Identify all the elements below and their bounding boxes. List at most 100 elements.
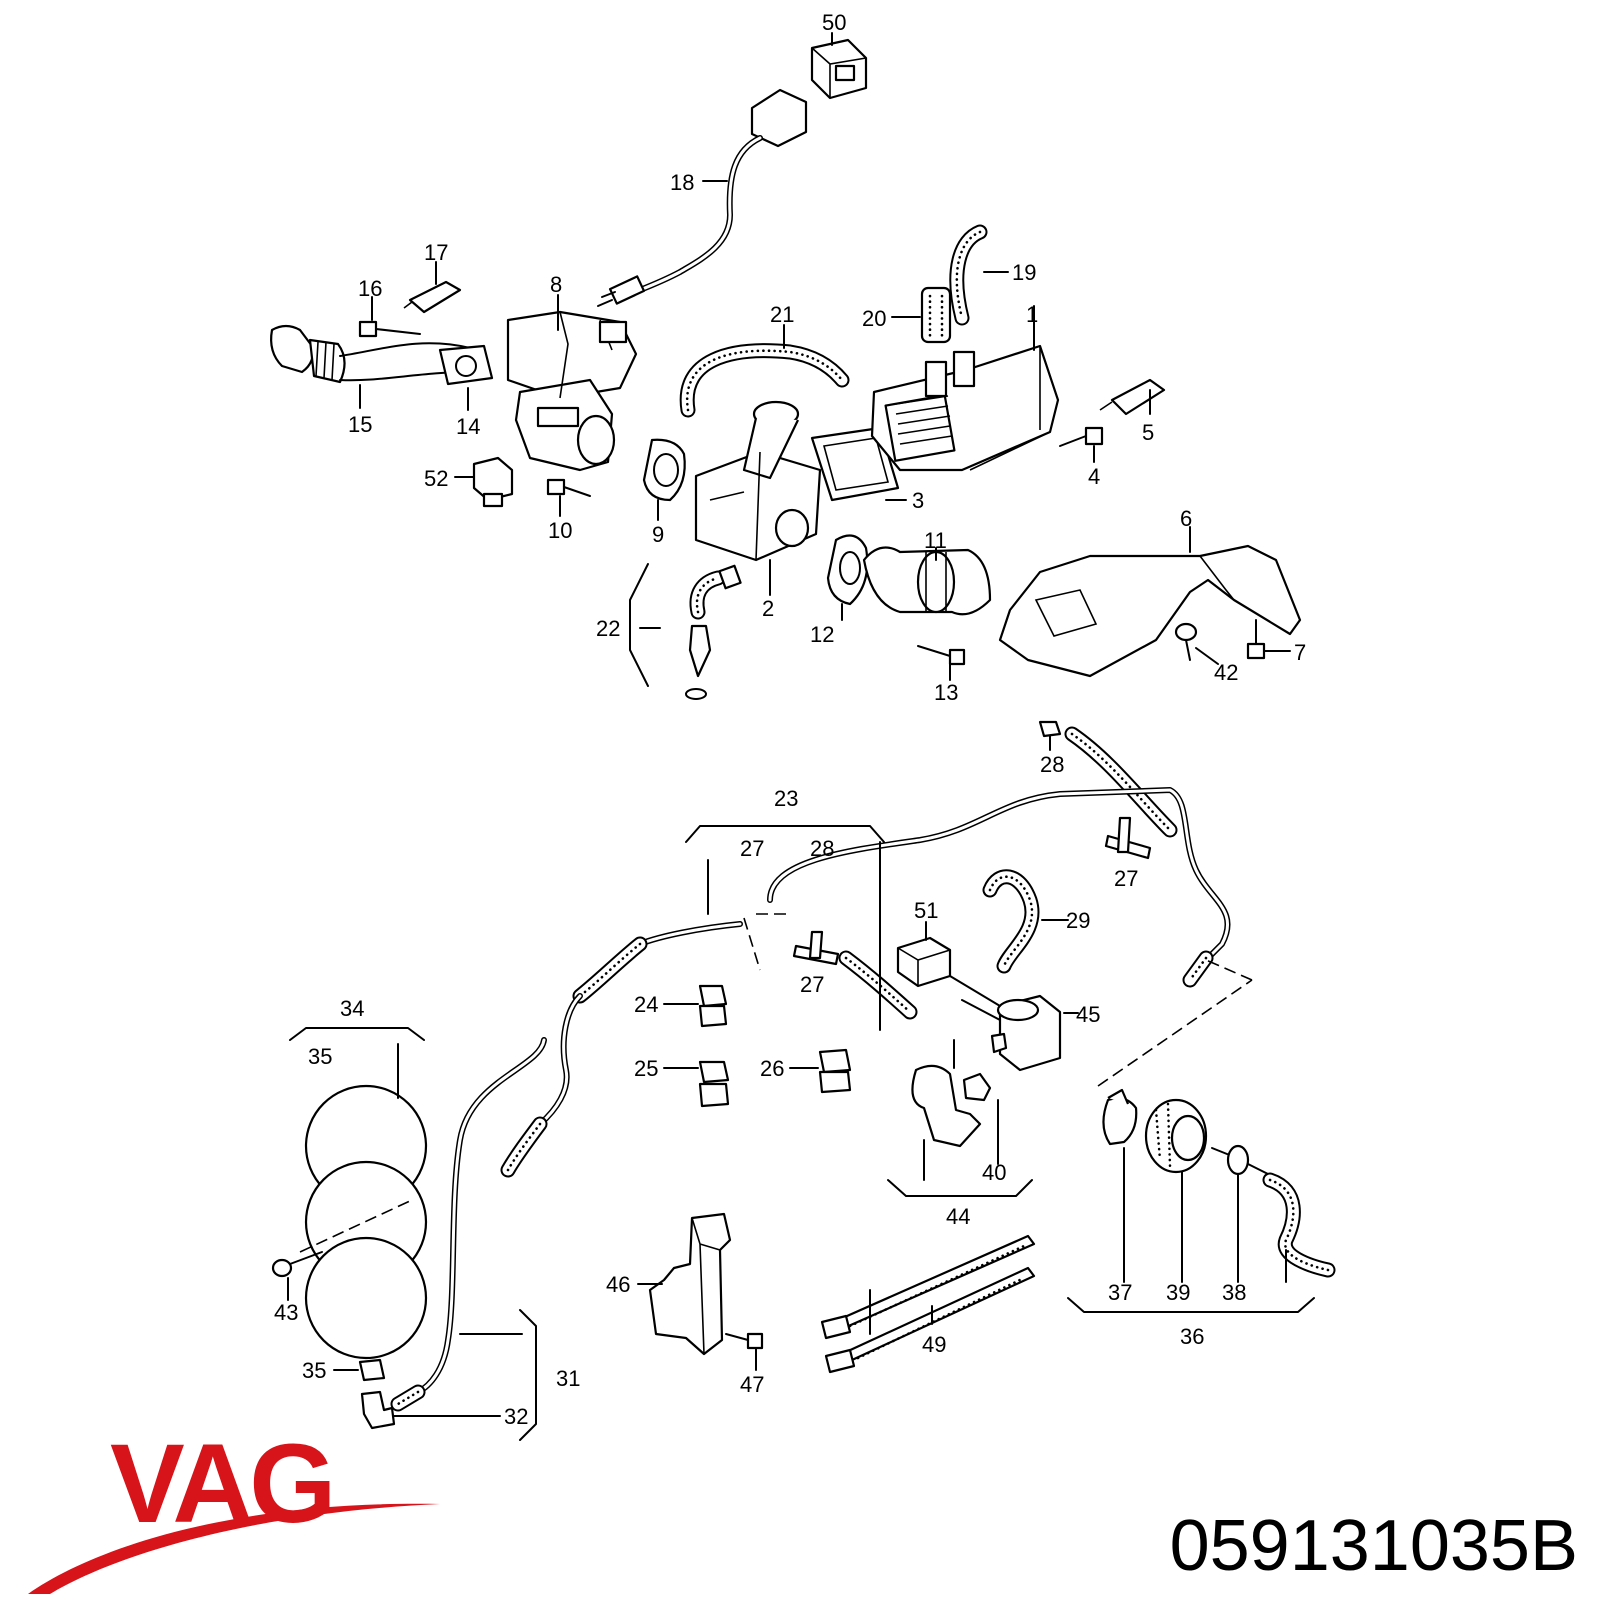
part-26-clip xyxy=(818,1048,852,1094)
callout-42: 42 xyxy=(1214,660,1238,685)
part-27-t-piece xyxy=(792,816,1152,966)
callout-38: 38 xyxy=(1222,1280,1246,1305)
part-5-sleeve xyxy=(1099,378,1166,416)
part-49-cable-ties xyxy=(820,1234,1036,1374)
brand-name: VAG xyxy=(110,1421,332,1546)
part-35-cap xyxy=(358,1358,386,1382)
part-45-solenoid-valve xyxy=(949,975,1062,1072)
callout-19: 19 xyxy=(1012,260,1036,285)
callout-14: 14 xyxy=(456,414,480,439)
callout-36: 36 xyxy=(1180,1324,1204,1349)
callout-15: 15 xyxy=(348,412,372,437)
callout-7: 7 xyxy=(1294,640,1306,665)
part-51-connector xyxy=(896,936,952,988)
part-1-egr-cooler xyxy=(870,344,1060,472)
callout-27-left: 27 xyxy=(740,836,764,861)
part-20-cap xyxy=(920,286,952,344)
part-43-bolt xyxy=(271,1251,323,1278)
callout-1: 1 xyxy=(1026,302,1038,327)
part-13-bolt xyxy=(917,645,966,666)
part-34-discs xyxy=(289,1027,428,1360)
part-2-egr-valve xyxy=(694,400,822,562)
part-15-intake-pipe xyxy=(270,324,471,384)
part-24-clip xyxy=(698,984,728,1028)
brand-logo-swoosh xyxy=(28,1503,440,1594)
callout-39: 39 xyxy=(1166,1280,1190,1305)
callout-46: 46 xyxy=(606,1272,630,1297)
part-19-hose xyxy=(949,224,988,326)
callout-26: 26 xyxy=(760,1056,784,1081)
callout-23: 23 xyxy=(774,786,798,811)
callout-37: 37 xyxy=(1108,1280,1132,1305)
part-25-clip xyxy=(698,1060,730,1108)
callout-2: 2 xyxy=(762,596,774,621)
callout-22: 22 xyxy=(596,616,620,641)
part-28-fitting xyxy=(1038,720,1062,751)
callout-40: 40 xyxy=(982,1160,1006,1185)
callout-28-top: 28 xyxy=(1040,752,1064,777)
part-18-sensor-cable xyxy=(597,88,808,307)
callout-27-right: 27 xyxy=(1114,866,1138,891)
callout-13: 13 xyxy=(934,680,958,705)
callout-12: 12 xyxy=(810,622,834,647)
callout-43: 43 xyxy=(274,1300,298,1325)
callout-18: 18 xyxy=(670,170,694,195)
part-7-bolt xyxy=(1246,619,1266,660)
part-44-bracket-group xyxy=(887,1039,1033,1197)
part-17-sleeve xyxy=(403,280,462,314)
part-23-vacuum-lines xyxy=(500,726,1231,1178)
part-50-connector xyxy=(810,38,868,100)
callout-16: 16 xyxy=(358,276,382,301)
part-11-flex-connector xyxy=(862,546,992,616)
part-3-gasket xyxy=(810,426,900,502)
part-22-hose-group xyxy=(629,563,742,700)
callout-49: 49 xyxy=(922,1332,946,1357)
part-9-gasket xyxy=(642,438,686,502)
part-10-bolt xyxy=(546,478,591,497)
callout-24: 24 xyxy=(634,992,658,1017)
callout-3: 3 xyxy=(912,488,924,513)
part-31-vacuum-pipe xyxy=(390,1037,547,1441)
callout-35-top: 35 xyxy=(308,1044,332,1069)
part-number: 059131035B xyxy=(1169,1506,1578,1586)
callout-labels: 50 18 17 16 8 21 19 20 1 5 15 14 52 10 9… xyxy=(274,10,1306,1429)
callout-44: 44 xyxy=(946,1204,970,1229)
part-8-throttle-body xyxy=(506,310,638,472)
part-42-bolt xyxy=(1174,622,1198,661)
callout-29: 29 xyxy=(1066,908,1090,933)
callout-5: 5 xyxy=(1142,420,1154,445)
callout-28-mid: 28 xyxy=(810,836,834,861)
brand-logo: VAG xyxy=(110,1421,336,1546)
callout-34: 34 xyxy=(340,996,364,1021)
callout-52: 52 xyxy=(424,466,448,491)
callout-31: 31 xyxy=(556,1366,580,1391)
part-14-gasket xyxy=(438,344,494,386)
part-21-hose xyxy=(679,343,850,418)
callout-10: 10 xyxy=(548,518,572,543)
part-29-hose xyxy=(982,869,1040,974)
callout-50: 50 xyxy=(822,10,846,35)
callout-32: 32 xyxy=(504,1404,528,1429)
callout-11: 11 xyxy=(924,528,947,553)
part-32-elbow xyxy=(360,1390,501,1430)
callout-21: 21 xyxy=(770,302,794,327)
part-12-gasket xyxy=(826,534,869,606)
callout-17: 17 xyxy=(424,240,448,265)
part-6-heat-shield xyxy=(998,544,1302,678)
callout-20: 20 xyxy=(862,306,886,331)
callout-4: 4 xyxy=(1088,464,1100,489)
callout-45: 45 xyxy=(1076,1002,1100,1027)
part-52-sensor xyxy=(472,456,514,508)
callout-8: 8 xyxy=(550,272,562,297)
callout-35-bottom: 35 xyxy=(302,1358,326,1383)
part-16-bolt xyxy=(358,320,421,338)
part-36-check-valve-group xyxy=(1067,959,1336,1313)
callout-6: 6 xyxy=(1180,506,1192,531)
part-4-bolt xyxy=(1059,426,1104,447)
callout-27-center: 27 xyxy=(800,972,824,997)
callout-51: 51 xyxy=(914,898,938,923)
callout-9: 9 xyxy=(652,522,664,547)
callout-25: 25 xyxy=(634,1056,658,1081)
callout-47: 47 xyxy=(740,1372,764,1397)
